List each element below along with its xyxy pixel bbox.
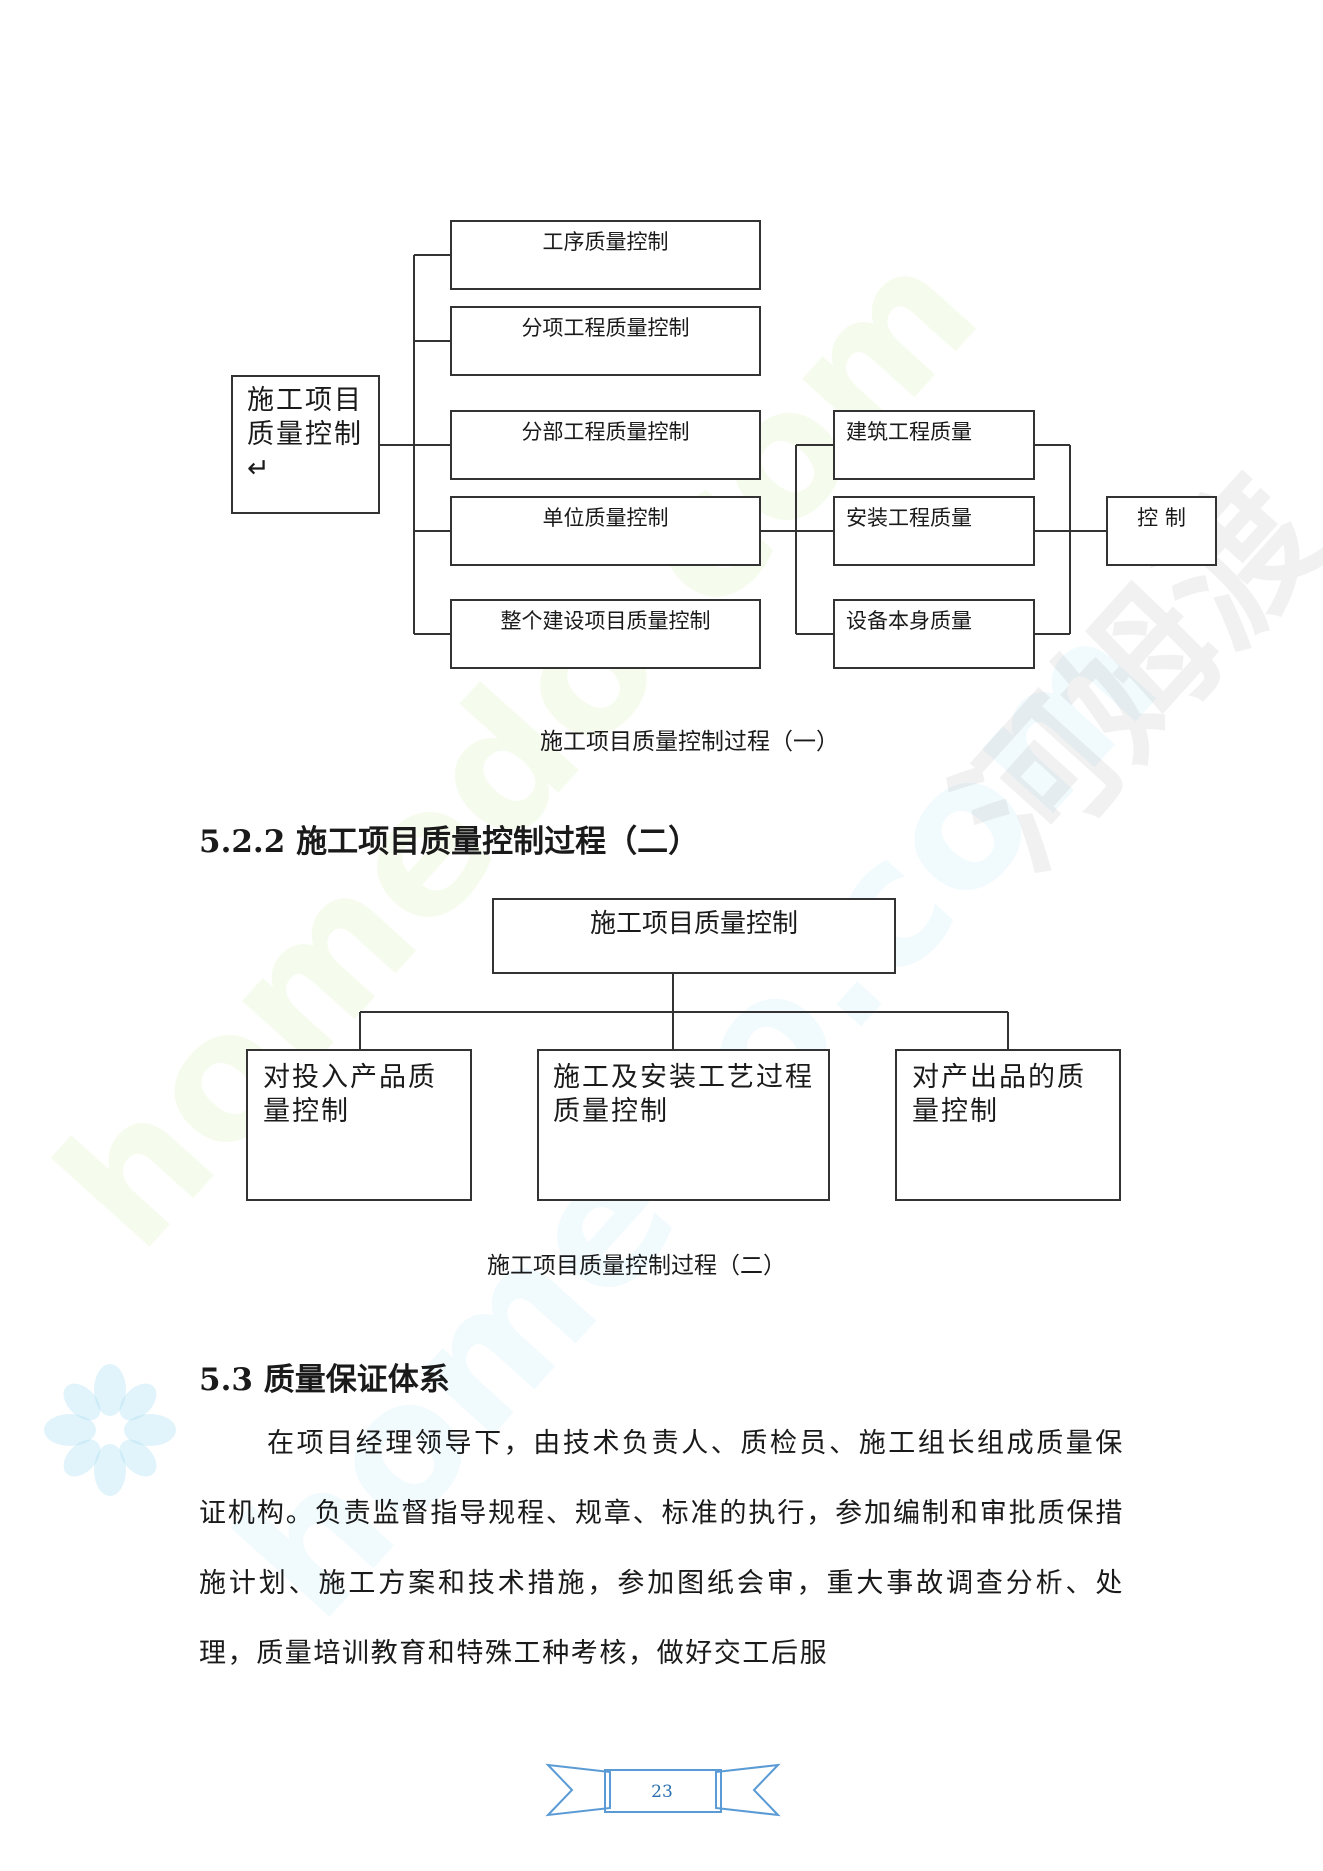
diagram1-level-label: 单位质量控制 xyxy=(542,506,669,530)
diagram1-level-box xyxy=(450,410,761,480)
diagram2-root-label: 施工项目质量控制 xyxy=(589,909,798,939)
diagram2-child-label: 对投入产品质量控制 xyxy=(263,1062,437,1127)
diagram1-level-box xyxy=(450,496,761,566)
diagram1-sub-label: 建筑工程质量 xyxy=(846,420,972,444)
section-heading-5-3: 5.3 质量保证体系 xyxy=(199,1362,450,1398)
diagram1-level-label: 工序质量控制 xyxy=(542,230,669,254)
diagram2-caption: 施工项目质量控制过程（二） xyxy=(487,1253,786,1279)
diagram1-level-label: 分部工程质量控制 xyxy=(521,420,690,444)
diagram1-final-box xyxy=(1106,496,1217,566)
diagram1-sub-label: 设备本身质量 xyxy=(846,609,972,633)
diagram1-sub-box xyxy=(833,599,1035,669)
diagram1-sub-label: 安装工程质量 xyxy=(846,506,972,530)
diagram1-level-box xyxy=(450,599,761,669)
diagram1-caption: 施工项目质量控制过程（一） xyxy=(540,729,839,755)
diagram1-final-label: 控 制 xyxy=(1137,506,1186,530)
diagram2-root-box xyxy=(492,898,896,974)
diagram1-root-box xyxy=(231,375,380,514)
page-number: 23 xyxy=(651,1782,673,1802)
diagram1-level-label: 分项工程质量控制 xyxy=(521,316,690,340)
diagram2-child-label: 对产出品的质量控制 xyxy=(912,1062,1086,1127)
page-number-ribbon-icon xyxy=(545,1763,781,1817)
diagram2-child-box xyxy=(895,1049,1121,1201)
diagram2-child-box xyxy=(537,1049,830,1201)
diagram1-root-label: 施工项目质量控制↵ xyxy=(247,385,363,484)
diagram1-level-label: 整个建设项目质量控制 xyxy=(500,609,711,633)
section-heading-5-2-2: 5.2.2 施工项目质量控制过程（二） xyxy=(199,824,700,860)
diagram2-child-label: 施工及安装工艺过程质量控制 xyxy=(553,1062,814,1127)
diagram2-child-box xyxy=(246,1049,472,1201)
diagram1-level-box xyxy=(450,220,761,290)
diagram1-level-box xyxy=(450,306,761,376)
body-paragraph: 在项目经理领导下，由技术负责人、质检员、施工组长组成质量保证机构。负责监督指导规… xyxy=(199,1428,1124,1669)
diagram1-sub-box xyxy=(833,410,1035,480)
